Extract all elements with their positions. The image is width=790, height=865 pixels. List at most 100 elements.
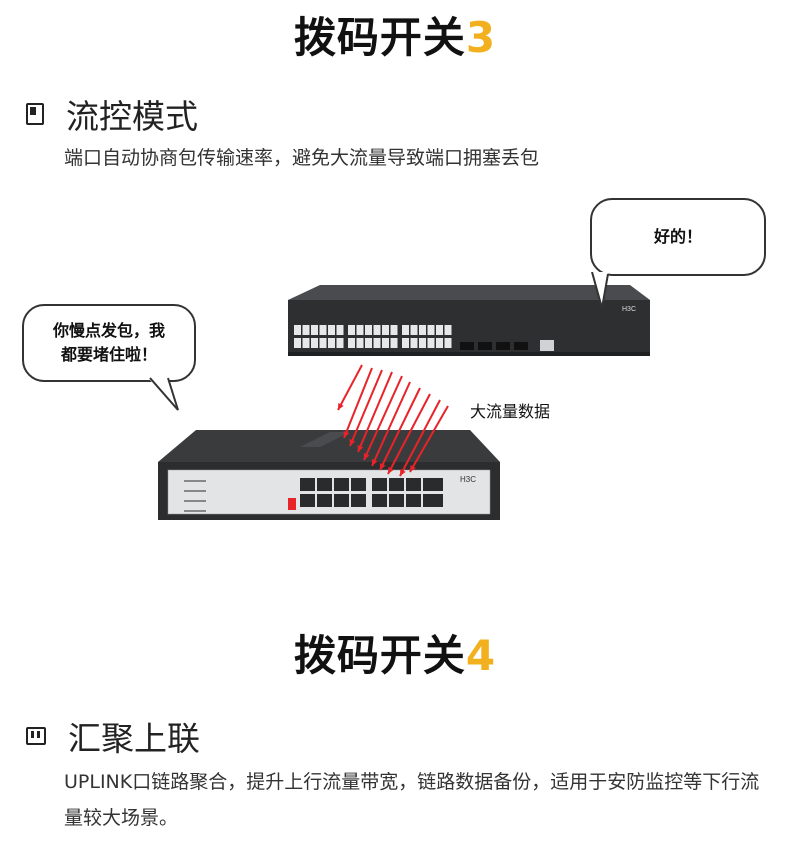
top-switch-port (319, 338, 327, 348)
traffic-arrow-line (399, 399, 441, 477)
top-switch-port (336, 338, 344, 348)
traffic-arrow-head (349, 439, 356, 446)
traffic-arrow-head (388, 467, 394, 474)
top-switch-port (373, 325, 381, 335)
bottom-switch-port (351, 494, 366, 507)
title-4-number: 4 (465, 631, 497, 680)
bottom-switch-uplink-port (428, 494, 443, 507)
bottom-switch-port (351, 478, 366, 491)
top-switch-port (410, 338, 418, 348)
speech-bubble-top-switch: 好的！ (590, 198, 766, 276)
switch-illustration: H3C H3C (158, 285, 650, 520)
traffic-arrow-head (371, 459, 378, 466)
top-switch-port (365, 338, 372, 348)
top-switch-port (294, 338, 301, 348)
feature-3-description: 端口自动协商包传输速率，避免大流量导致端口拥塞丢包 (64, 147, 540, 169)
traffic-arrow-head (380, 463, 386, 470)
top-switch-port (427, 325, 435, 335)
traffic-arrow-head (357, 445, 364, 452)
top-switch-port (419, 338, 426, 348)
top-switch: H3C (288, 285, 650, 356)
traffic-arrow-line (337, 364, 363, 411)
title-3-text: 拨码开关 (293, 13, 466, 62)
top-switch-port (402, 325, 409, 335)
top-switch-port (402, 338, 409, 348)
bottom-switch-brand: H3C (460, 475, 476, 484)
speech-bubble-bottom-switch: 你慢点发包，我 都要堵住啦！ (22, 304, 196, 382)
top-switch-port (336, 325, 344, 335)
top-switch-port (311, 325, 318, 335)
bottom-switch-uplink-port (428, 478, 443, 491)
bottom-switch-port (406, 478, 421, 491)
bottom-switch-port (389, 494, 404, 507)
title-4-text: 拨码开关 (293, 631, 466, 680)
flow-label: 大流量数据 (470, 402, 551, 421)
top-switch-port (311, 338, 318, 348)
bubble-right-tail (591, 272, 609, 309)
top-switch-port (365, 325, 372, 335)
traffic-arrow-line (363, 375, 403, 461)
dip-switch-up-icon (26, 103, 44, 125)
traffic-arrow-line (371, 381, 411, 467)
top-switch-port (444, 325, 452, 335)
section-3-title: 拨码开关3 (0, 4, 790, 65)
top-switch-port (382, 338, 389, 348)
traffic-arrow-line (387, 393, 431, 475)
top-switch-port (319, 325, 327, 335)
top-switch-sfp-port (460, 342, 474, 350)
top-switch-port (390, 325, 398, 335)
traffic-arrow-line (349, 369, 383, 447)
top-switch-brand: H3C (622, 306, 636, 313)
section-4-title: 拨码开关4 (0, 622, 790, 683)
bottom-switch-port (334, 494, 349, 507)
top-switch-port (427, 338, 435, 348)
bottom-switch-port (300, 494, 315, 507)
feature-4-label: 汇聚上联 (68, 719, 200, 758)
bottom-switch-port (372, 478, 387, 491)
top-switch-port (373, 338, 381, 348)
top-switch-port (348, 325, 355, 335)
dip-switch-both-up-icon (26, 727, 46, 745)
traffic-arrow-line (409, 405, 449, 473)
bottom-switch-port (372, 494, 387, 507)
traffic-arrow-head (338, 403, 344, 410)
feature-flow-control-heading: 流控模式 (26, 90, 198, 138)
traffic-arrow-head (400, 469, 406, 476)
bubble-left-tail (148, 377, 179, 411)
top-switch-port (302, 338, 310, 348)
top-switch-port (348, 338, 355, 348)
top-switch-port (356, 338, 364, 348)
bubble-left-line-2: 都要堵住啦！ (60, 345, 157, 364)
traffic-arrows (337, 364, 449, 477)
top-switch-port (356, 325, 364, 335)
top-switch-port (390, 338, 398, 348)
traffic-arrow-head (363, 453, 370, 460)
bottom-switch-port (317, 478, 332, 491)
bottom-switch-port (334, 478, 349, 491)
traffic-arrow-line (379, 387, 421, 471)
top-switch-sfp-port (496, 342, 510, 350)
top-switch-port (294, 325, 301, 335)
top-switch-port (302, 325, 310, 335)
bubble-left-line-1: 你慢点发包，我 (52, 321, 165, 340)
feature-4-description: UPLINK口链路聚合，提升上行流量带宽，链路数据备份，适用于安防监控等下行流量… (64, 771, 760, 829)
bottom-switch-port (317, 494, 332, 507)
bottom-switch-port (300, 478, 315, 491)
top-switch-port (410, 325, 418, 335)
bottom-switch-port (389, 478, 404, 491)
traffic-arrow-line (357, 371, 393, 453)
top-switch-sfp-port (514, 342, 528, 350)
top-switch-port (328, 338, 335, 348)
traffic-arrow-head (343, 431, 350, 438)
traffic-arrow-head (410, 465, 416, 472)
top-switch-port (444, 338, 452, 348)
top-switch-port (419, 325, 426, 335)
top-switch-port (436, 338, 443, 348)
top-switch-port (436, 325, 443, 335)
top-switch-port (382, 325, 389, 335)
traffic-arrow-line (343, 367, 373, 439)
bottom-switch-port (406, 494, 421, 507)
bubble-right-text: 好的！ (653, 227, 702, 246)
feature-3-label: 流控模式 (66, 97, 198, 136)
feature-uplink-aggregation-heading: 汇聚上联 (26, 712, 200, 760)
